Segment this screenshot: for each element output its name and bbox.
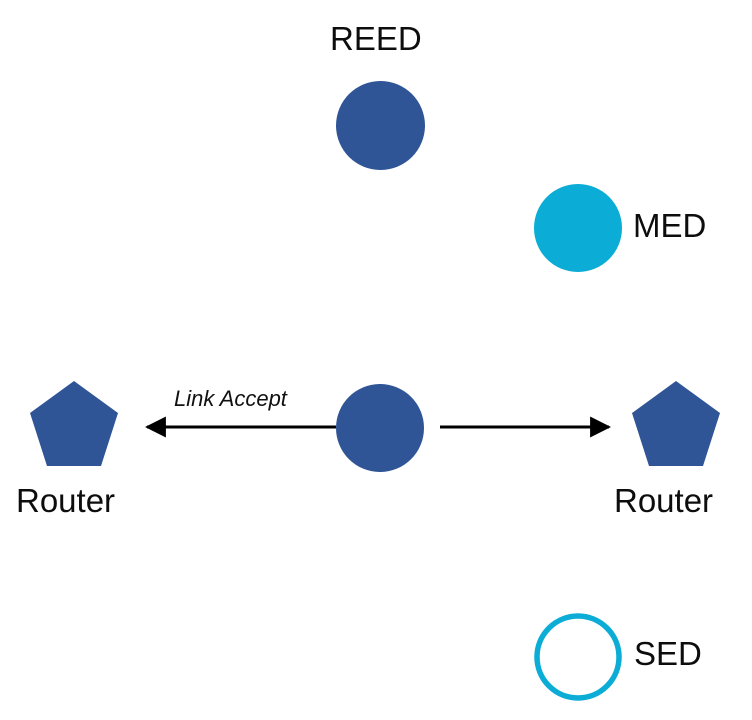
node-router-left-shape[interactable] (30, 381, 118, 466)
node-reed-shape[interactable] (336, 81, 425, 170)
node-sed-shape[interactable] (534, 613, 622, 701)
node-med-shape[interactable] (534, 184, 622, 272)
node-router-right-shape[interactable] (632, 381, 720, 466)
node-label-router-left: Router (16, 482, 116, 519)
node-label-med: MED (633, 207, 707, 244)
node-leader-shape[interactable] (336, 384, 424, 472)
node-label-router-right: Router (614, 482, 714, 519)
node-label-sed: SED (634, 635, 702, 672)
edge-label-link-accept: Link Accept (174, 386, 287, 411)
node-label-reed: REED (330, 20, 422, 57)
